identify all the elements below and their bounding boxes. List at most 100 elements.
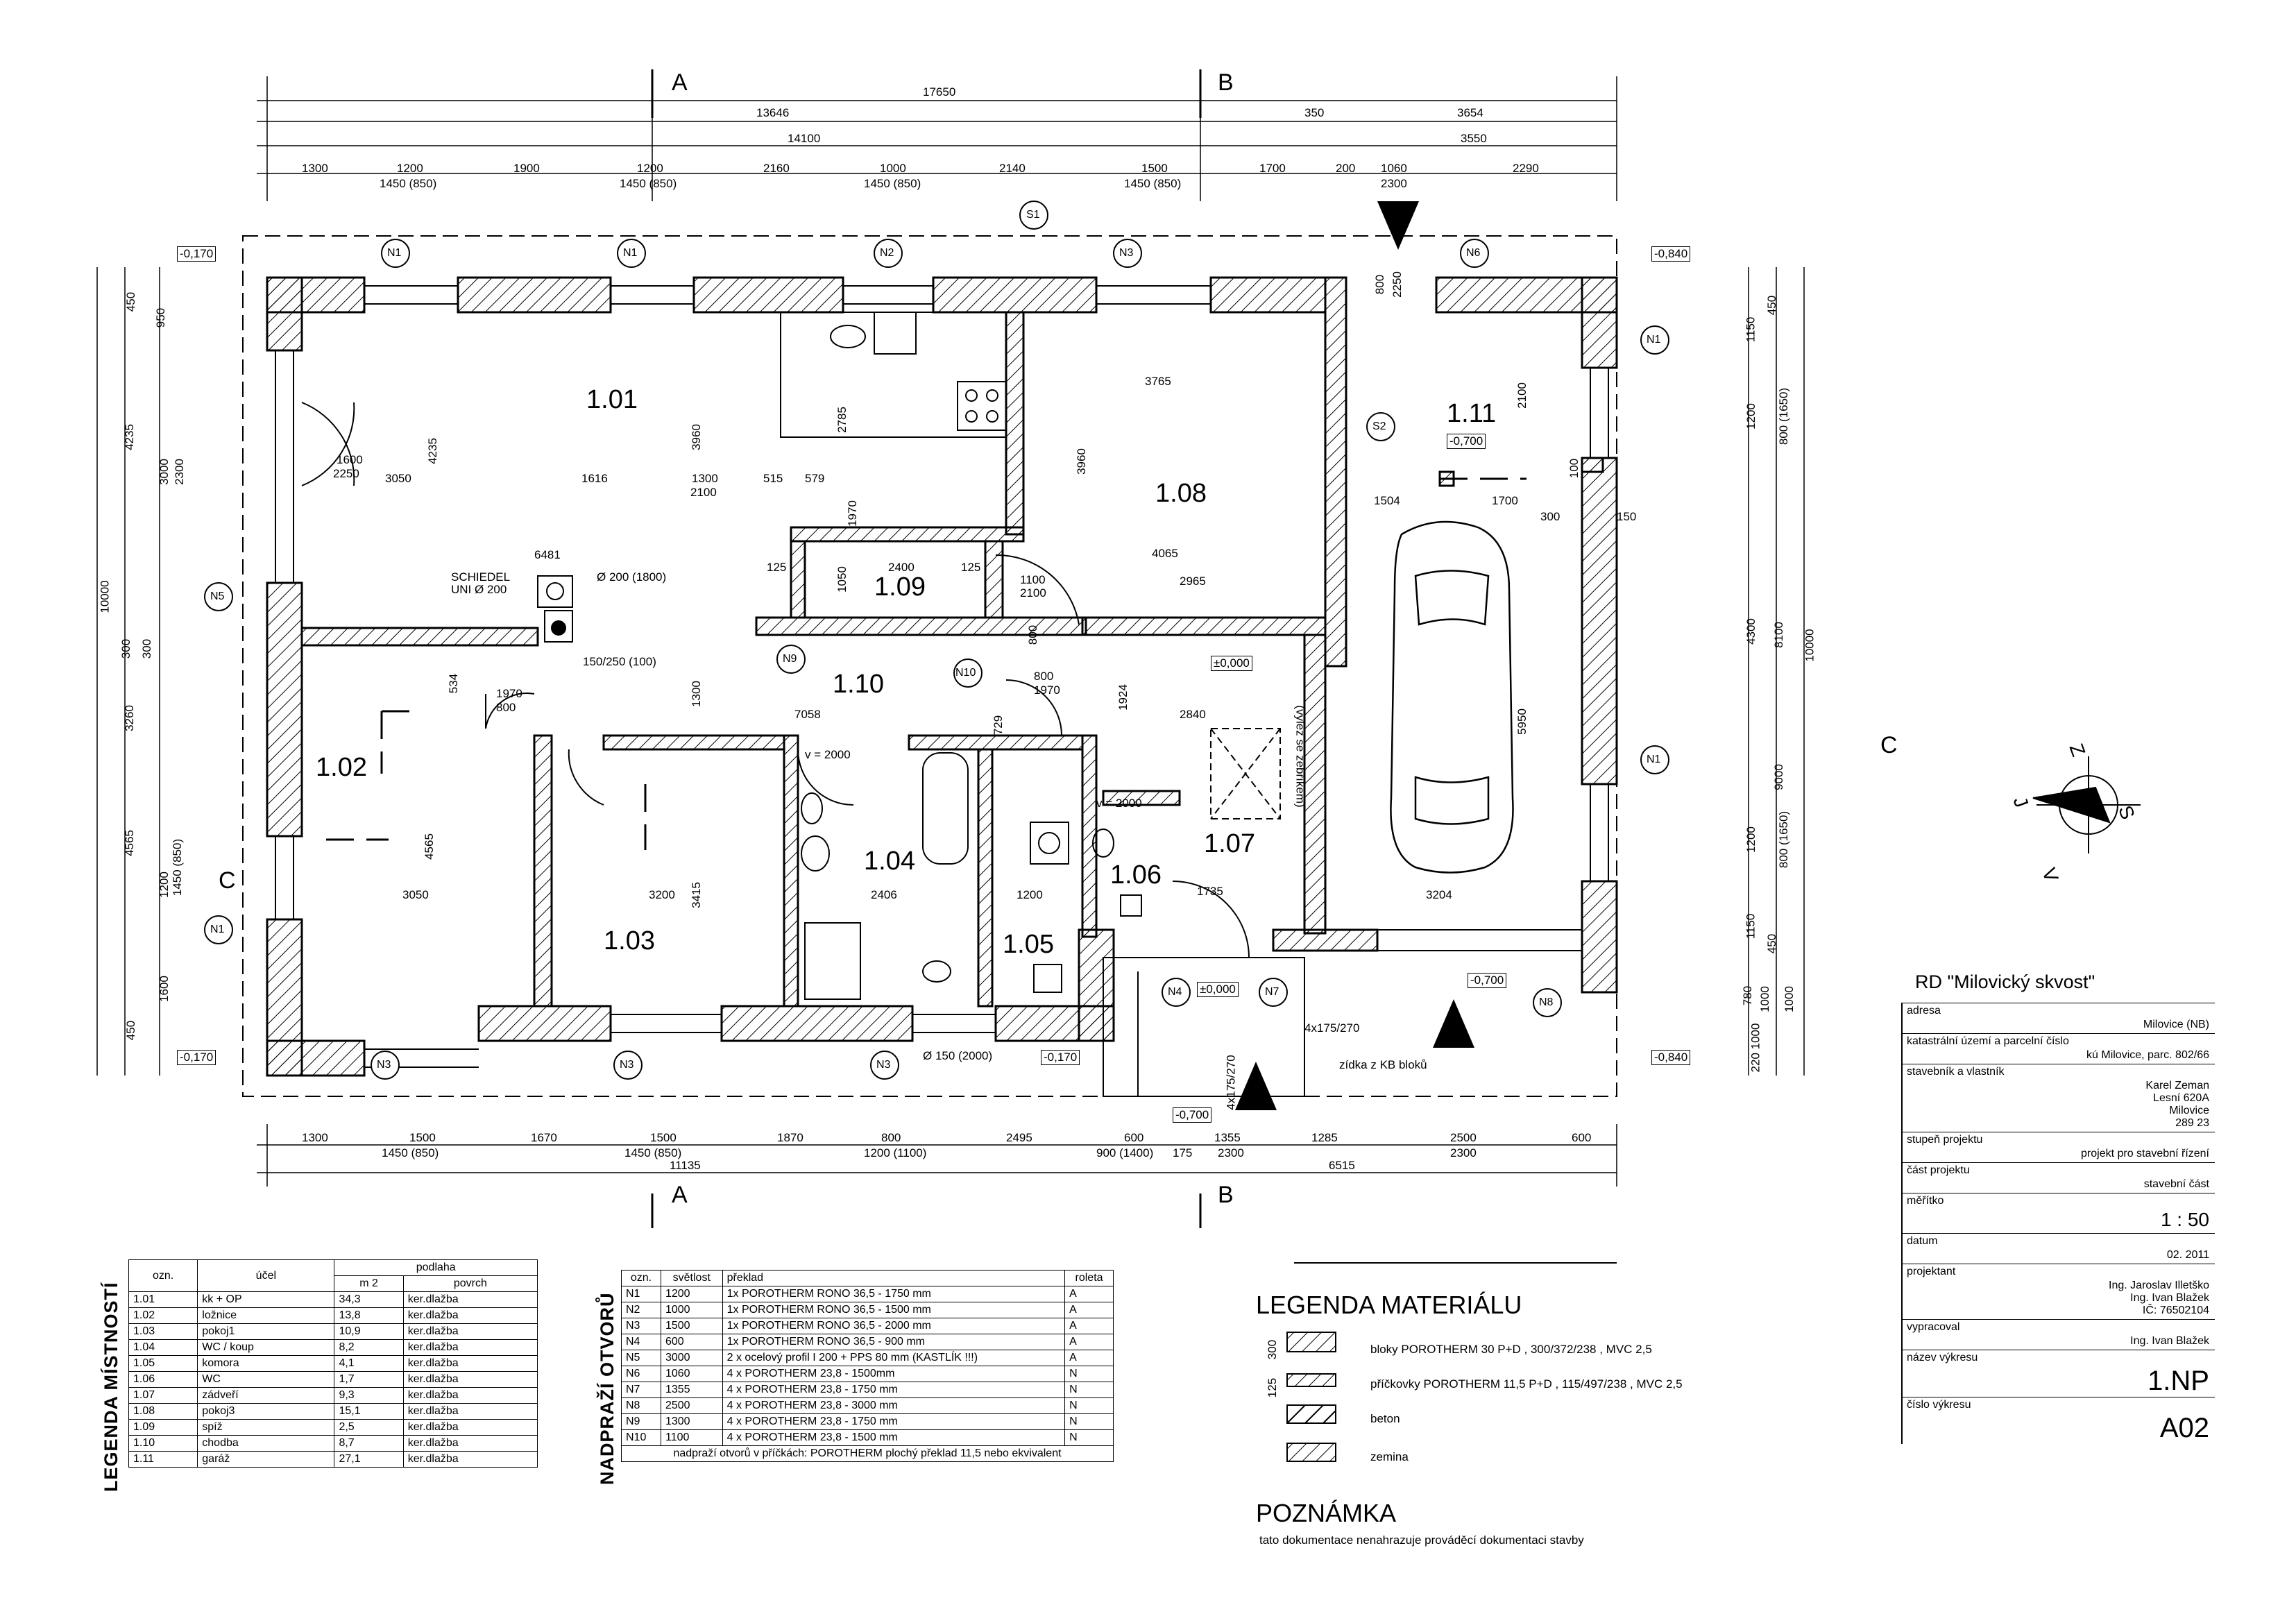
- dim-left: 3260: [122, 705, 136, 731]
- room-label: 1.08: [1155, 479, 1207, 508]
- bubble-label: N8: [1539, 996, 1554, 1008]
- room-legend-title: LEGENDA MÍSTNOSTÍ: [101, 1282, 121, 1492]
- dim-bottom: 175: [1173, 1146, 1193, 1159]
- text: N3: [621, 1318, 661, 1334]
- text: N: [1064, 1382, 1114, 1398]
- text: A: [1064, 1334, 1114, 1350]
- text: 34,3: [334, 1291, 404, 1308]
- dim-bottom: 1450 (850): [382, 1146, 439, 1159]
- text: ker.dlažba: [402, 1371, 538, 1388]
- dim-bottom: 1300: [302, 1131, 328, 1144]
- text: ložnice: [197, 1307, 335, 1324]
- text: ker.dlažba: [402, 1451, 538, 1468]
- dim-inner: 125: [961, 561, 981, 574]
- dim-inner: 2400: [888, 561, 915, 574]
- text: Ing. Jaroslav Illetško: [2109, 1280, 2209, 1291]
- dim-right: 450: [1765, 295, 1779, 316]
- col-header: podlaha: [334, 1259, 538, 1276]
- text: komora: [197, 1355, 335, 1372]
- material-legend-title: LEGENDA MATERIÁLU: [1256, 1291, 1522, 1319]
- text: měřítko: [1907, 1195, 1944, 1207]
- text: projekt pro stavební řízení: [2081, 1148, 2209, 1159]
- text: 1.09: [128, 1419, 198, 1436]
- dim-top: 1060: [1381, 162, 1407, 175]
- text: 2500: [660, 1397, 723, 1414]
- dim-top: 200: [1336, 162, 1356, 175]
- dim-top: 14100: [788, 132, 821, 145]
- room-label: 1.04: [864, 847, 915, 876]
- dim-bottom: 11135: [670, 1159, 701, 1172]
- bubble-label: N9: [783, 653, 797, 665]
- text: 4 x POROTHERM 23,8 - 1500 mm: [722, 1429, 1066, 1446]
- text: 1.10: [128, 1435, 198, 1452]
- wall-top-4: [932, 276, 1098, 314]
- wall-top-5: [1209, 276, 1327, 314]
- dim-right: 1000: [1782, 986, 1796, 1012]
- dim-top: 1450 (850): [380, 177, 437, 190]
- text: ker.dlažba: [402, 1323, 538, 1340]
- dim-bottom: 800: [881, 1131, 901, 1144]
- wall-int-3: [1081, 616, 1327, 636]
- text: roleta: [1064, 1270, 1114, 1286]
- project-title: RD "Milovický skvost": [1915, 971, 2095, 992]
- level-tag: -0,700: [1173, 1107, 1212, 1123]
- text: vypracoval: [1907, 1321, 1960, 1333]
- wall-top-left: [266, 276, 303, 352]
- text: adresa: [1907, 1005, 1941, 1017]
- dim-inner: 1300: [689, 681, 703, 707]
- level-tag: ±0,000: [1197, 982, 1239, 997]
- text: N1: [621, 1286, 661, 1302]
- text: 1.04: [128, 1339, 198, 1356]
- label-zidka: zídka z KB bloků: [1339, 1058, 1427, 1071]
- text: Karel Zeman: [2145, 1080, 2209, 1091]
- text: 1,7: [334, 1371, 404, 1388]
- bubble-label: N10: [955, 667, 976, 679]
- level-tag: -0,170: [1041, 1050, 1080, 1065]
- dim-inner: 3960: [689, 424, 703, 450]
- label-d200: Ø 200 (1800): [597, 570, 667, 584]
- wall-int-1: [300, 627, 539, 647]
- text: ker.dlažba: [402, 1387, 538, 1404]
- level-tag: -0,700: [1447, 434, 1486, 449]
- text: 289 23: [2175, 1117, 2209, 1129]
- dim-inner: 1616: [581, 472, 608, 485]
- text: stupeň projektu: [1907, 1134, 1983, 1146]
- room-label: 1.09: [874, 572, 926, 602]
- note-text: tato dokumentace nenahrazuje prováděcí d…: [1259, 1533, 1584, 1547]
- text: N: [1064, 1366, 1114, 1382]
- dim-top: 1000: [880, 162, 906, 175]
- dim-right: 780: [1741, 985, 1755, 1006]
- dim-bottom: 600: [1124, 1131, 1144, 1144]
- wall-int-103r: [783, 734, 799, 1008]
- text: 1x POROTHERM RONO 36,5 - 900 mm: [722, 1334, 1066, 1350]
- dim-bottom: 1670: [531, 1131, 557, 1144]
- text: katastrální území a parcelní číslo: [1907, 1035, 2069, 1047]
- wall-garage-sep: [1324, 276, 1347, 668]
- text: ker.dlažba: [402, 1419, 538, 1436]
- wall-bottom-2: [477, 1005, 612, 1042]
- text: IČ: 76502104: [2142, 1305, 2209, 1316]
- label-d150250: 150/250 (100): [583, 655, 656, 668]
- dim-left: 950: [154, 307, 168, 328]
- text: 4,1: [334, 1355, 404, 1372]
- text: 27,1: [334, 1451, 404, 1468]
- dim-inner: 3415: [689, 882, 703, 908]
- garage-arrow: [1433, 999, 1474, 1048]
- dim-right: 10000: [1803, 629, 1817, 662]
- bubble-label: N1: [623, 247, 638, 259]
- bubble-label: N3: [876, 1059, 891, 1071]
- text: 1.08: [128, 1403, 198, 1420]
- dim-inner: 2840: [1180, 708, 1206, 721]
- wall-int-103t: [602, 734, 785, 751]
- material-label: příčkovky POROTHERM 11,5 P+D , 115/497/2…: [1370, 1377, 1683, 1391]
- dim-right: 800 (1650): [1777, 810, 1791, 869]
- bubble-label: N4: [1168, 986, 1182, 998]
- text: 15,1: [334, 1403, 404, 1420]
- dim-inner: 1300: [692, 472, 718, 485]
- dim-inner: 3960: [1074, 448, 1088, 475]
- dim-inner: 1735: [1197, 885, 1223, 898]
